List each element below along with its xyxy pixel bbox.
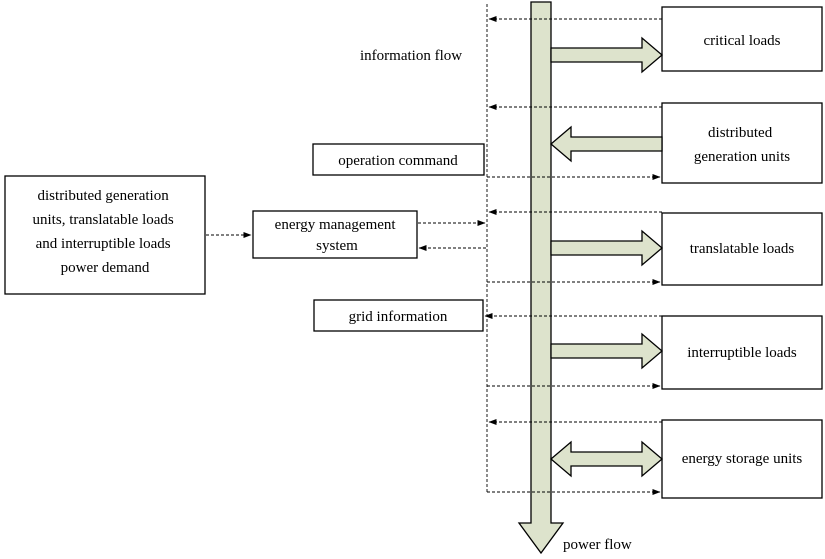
energy-storage-units-box: [661, 419, 823, 499]
translatable-loads-box: [661, 212, 823, 286]
power-demand-line-1: distributed generation: [38, 188, 170, 204]
power-flow-label: power flow: [563, 537, 632, 553]
power-demand-line-2: units, translatable loads: [33, 212, 174, 228]
information-flow-label: information flow: [360, 48, 462, 64]
distributed-generation-line-2: generation units: [694, 149, 790, 165]
power-demand-box: [4, 175, 206, 295]
power-to-critical-loads-arrow: [550, 36, 664, 74]
power-demand-line-4: power demand: [61, 260, 150, 276]
power-bidirectional-energy-storage-arrow: [549, 440, 664, 478]
power-from-distributed-generation-arrow: [549, 125, 663, 163]
svg-text:distributed generation uni: distributed generation units, translatab…: [33, 188, 178, 276]
power-to-translatable-loads-arrow: [550, 229, 664, 267]
svg-text:energy management system: energy management system: [275, 217, 400, 254]
ems-line-1: energy management: [275, 217, 397, 233]
power-to-interruptible-loads-arrow: [550, 332, 664, 370]
power-flow-bus-arrow: [517, 1, 565, 555]
critical-loads-label: critical loads: [703, 33, 780, 49]
ems-line-2: system: [316, 238, 358, 254]
critical-loads-box: [661, 6, 823, 72]
distributed-generation-units-box: [661, 102, 823, 184]
interruptible-loads-box: [661, 315, 823, 390]
operation-command-box: [312, 143, 485, 176]
energy-management-system-box: [252, 210, 418, 259]
grid-information-box: [313, 299, 484, 332]
energy-storage-units-label: energy storage units: [682, 451, 803, 467]
distributed-generation-line-1: distributed: [708, 125, 773, 141]
translatable-loads-label: translatable loads: [690, 241, 795, 257]
grid-information-label: grid information: [349, 309, 448, 325]
interruptible-loads-label: interruptible loads: [687, 345, 797, 361]
operation-command-label: operation command: [338, 153, 458, 169]
svg-text:distributed generation uni: distributed generation units: [694, 125, 790, 165]
power-demand-line-3: and interruptible loads: [36, 236, 171, 252]
